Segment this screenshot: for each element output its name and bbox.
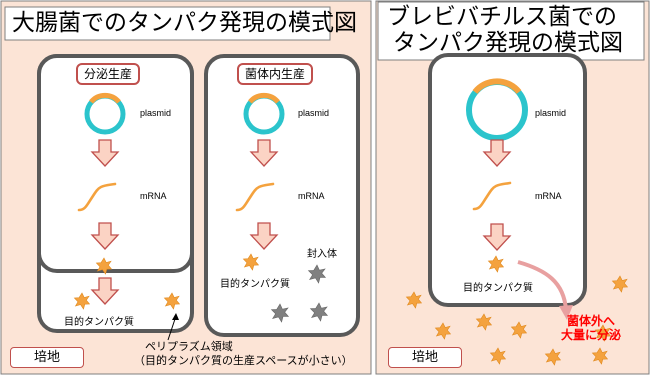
periplasm-note-line2: （目的タンパク質の生産スペースが小さい） [134, 354, 353, 367]
brevibacillus-cell [428, 53, 587, 307]
intracellular-production-label: 菌体内生産 [237, 63, 314, 85]
secretion-label-line1: 菌体外へ [567, 314, 616, 328]
ecoli-title-box [4, 6, 331, 41]
target-protein-label: 目的タンパク質 [463, 283, 533, 294]
mrna-label: mRNA [298, 191, 325, 201]
plasmid-icon [243, 92, 285, 135]
brevibacillus-title-box [377, 1, 645, 61]
plasmid-icon [84, 92, 126, 135]
secretion-label-line2: 大量に分泌 [561, 328, 622, 342]
plasmid-icon [466, 78, 528, 141]
plasmid-label: plasmid [298, 108, 330, 118]
brevibacillus-title-line1: ブレビバチルス菌での [387, 4, 617, 30]
ecoli-inner-membrane [37, 54, 194, 273]
plasmid-label: plasmid [140, 108, 172, 118]
medium-label: 培地 [10, 347, 84, 368]
secretion-arrow-icon [517, 260, 568, 311]
secretion-production-label: 分泌生産 [76, 63, 141, 85]
plasmid-label: plasmid [535, 108, 567, 118]
secretion-arrowhead-icon [559, 305, 573, 320]
inclusion-body-label: 封入体 [307, 249, 337, 260]
periplasm-note-line1: ペリプラズム領域 [145, 340, 233, 353]
target-protein-label: 目的タンパク質 [220, 279, 290, 290]
pointer-arrowhead-icon [172, 313, 179, 320]
ecoli-intracellular-cell [204, 54, 360, 337]
periplasm-protein-label: 目的タンパク質 [64, 317, 134, 328]
medium-label: 培地 [388, 347, 462, 368]
ecoli-title: 大腸菌でのタンパク発現の模式図 [12, 10, 357, 36]
mrna-label: mRNA [140, 191, 167, 201]
brevibacillus-title-line2: タンパク発現の模式図 [393, 30, 623, 56]
mrna-label: mRNA [535, 191, 562, 201]
